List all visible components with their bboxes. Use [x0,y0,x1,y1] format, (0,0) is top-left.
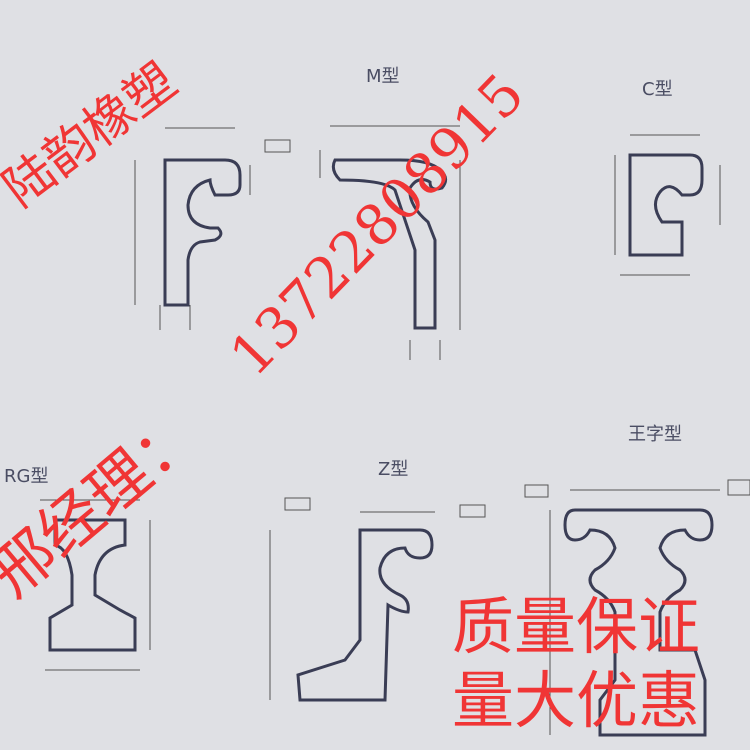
dimension-lines-z [269,497,486,700]
dimension-lines-wang [524,479,750,735]
slogan-quality: 质量保证 [452,590,701,663]
profile-z [296,528,434,702]
profile-label-rg: RG型 [4,466,49,487]
dimension-lines-c [614,134,721,276]
profile-wang [563,508,714,737]
slogan-discount: 量大优惠 [452,664,701,737]
profile-m [331,158,447,330]
profile-rg [48,518,137,652]
profile-f [163,158,242,307]
profile-label-z: Z型 [378,459,409,480]
profile-label-m: M型 [366,66,400,87]
dimension-lines-m [319,125,461,360]
dimension-lines-f [134,127,291,330]
profile-c [628,153,704,257]
dimension-lines-rg [40,499,151,671]
profile-label-wang: 王字型 [628,424,682,445]
profile-label-c: C型 [642,79,673,100]
